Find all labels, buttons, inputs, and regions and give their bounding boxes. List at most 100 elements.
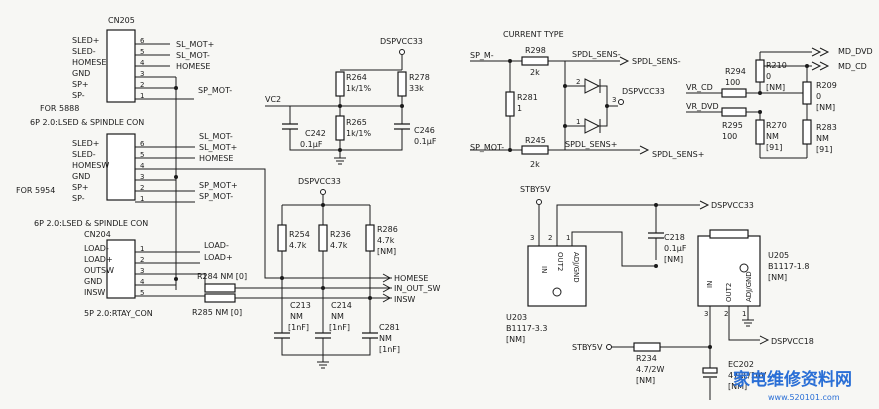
net-arrows <box>382 273 392 303</box>
supply-terminal <box>320 189 326 195</box>
md-cd-net: MD_CD <box>838 62 867 71</box>
r245-value: 2k <box>530 160 540 169</box>
vc2-label: VC2 <box>265 95 281 104</box>
r210-ref: R210 <box>766 61 787 70</box>
cn204-connector: CN204 LOAD- LOAD+ OUTSW GND INSW 1 2 3 4… <box>84 230 233 318</box>
junction-dot <box>805 64 809 68</box>
u205-body <box>697 235 761 307</box>
c218-capacitor <box>648 232 664 239</box>
sens-plus-label: SPDL_SENS+ <box>565 140 617 149</box>
c218-ref: C218 <box>664 233 685 242</box>
cn204-pin-num: 1 <box>140 245 144 253</box>
cn5954-net: HOMESE <box>199 154 233 163</box>
regulators: STBY5V DSPVCC33 C218 0.1μF [NM] 3 2 1 IN… <box>506 185 814 400</box>
net-arrow <box>639 145 650 155</box>
pullup-network: DSPVCC33 R254 4.7k R236 4.7k R286 4.7k [… <box>274 177 440 369</box>
junction-dot <box>400 104 404 108</box>
cn5954-pin-num: 2 <box>140 184 144 192</box>
cn204-body <box>106 239 136 299</box>
r236-value: 4.7k <box>330 241 348 250</box>
u203-pin: 1 <box>566 234 570 242</box>
u205-pin-out: OUT2 <box>725 283 733 302</box>
cn205-pin-name: SLED- <box>72 47 96 56</box>
c213-value: NM <box>290 312 303 321</box>
junction-dot <box>338 148 342 152</box>
u205-option: [NM] <box>768 273 787 282</box>
ec202-option: [NM] <box>728 382 747 391</box>
u205-pin: 3 <box>704 310 708 318</box>
u203-part: B1117-3.3 <box>506 324 547 333</box>
cn5954-pin-num: 4 <box>140 162 145 170</box>
stby-label: STBY5V <box>520 185 551 194</box>
cn205-pin-name: SP- <box>72 91 85 100</box>
sp-mot-label: SP_MOT- <box>470 143 504 152</box>
cn204-wires <box>135 251 200 297</box>
junction-dot <box>174 86 178 90</box>
vr-cd-label: VR_CD <box>686 83 713 92</box>
cn205-pin-num: 6 <box>140 37 145 45</box>
cap-bank <box>274 332 378 339</box>
cn205-pins: SLED+ SLED- HOMESE GND SP+ SP- 6 5 4 3 2… <box>72 36 145 100</box>
cn204-pin-num: 5 <box>140 289 144 297</box>
cn204-ref: CN204 <box>84 230 111 239</box>
cn205-pin-name: HOMESE <box>72 58 106 67</box>
u203-ref: U203 <box>506 313 527 322</box>
cn5954-wires <box>135 146 195 203</box>
junction-dot <box>321 203 325 207</box>
net-homese: HOMESE <box>394 274 428 283</box>
junction-dot <box>174 175 178 179</box>
r270-resistor <box>755 119 765 145</box>
r234-value: 4.7/2W <box>636 365 665 374</box>
cn205-wires <box>135 43 194 100</box>
r281-value: 1 <box>517 104 522 113</box>
u203-pin: 2 <box>548 234 552 242</box>
out33-net: DSPVCC33 <box>711 201 754 210</box>
cn5954-net: SP_MOT+ <box>199 181 238 190</box>
c214-value: NM <box>331 312 344 321</box>
cn5954-net: SL_MOT+ <box>199 143 237 152</box>
c242-ref: C242 <box>305 129 326 138</box>
vc2-wire <box>265 96 403 124</box>
u203-tab <box>552 287 562 297</box>
c218-option: [NM] <box>664 255 683 264</box>
cn204-net: LOAD- <box>204 241 229 250</box>
pullup-supply-label: DSPVCC33 <box>298 177 341 186</box>
net-in-out-sw: IN_OUT_SW <box>394 284 440 293</box>
r270-value: NM <box>766 132 779 141</box>
cn205-connector: CN205 SLED+ SLED- HOMESE GND SP+ SP- 6 5… <box>30 16 232 127</box>
diode-supply-label: DSPVCC33 <box>622 87 665 96</box>
bias-network: DSPVCC33 R264 1k/1% R278 33k VC2 R265 1k… <box>265 37 437 165</box>
u203-pin-adj: ADJ/GND <box>572 252 580 283</box>
net-insw: INSW <box>394 295 415 304</box>
r209-value: 0 <box>816 92 821 101</box>
wire <box>281 251 371 298</box>
cn204-pin-name: GND <box>84 277 102 286</box>
cn205-pin-num: 3 <box>140 70 144 78</box>
r236-ref: R236 <box>330 230 351 239</box>
cn204-pin-num: 3 <box>140 267 144 275</box>
u203-body <box>527 245 587 307</box>
cn204-pin-name: OUTSW <box>84 266 114 275</box>
r286-resistor <box>365 224 375 252</box>
u205-tab <box>709 229 749 239</box>
u205-part: B1117-1.8 <box>768 262 809 271</box>
c242-value: 0.1μF <box>300 140 323 149</box>
u203-pin-in: IN <box>540 266 548 273</box>
cn5954-pin-num: 5 <box>140 151 144 159</box>
u203-option: [NM] <box>506 335 525 344</box>
r264-ref: R264 <box>346 73 367 82</box>
junction-dot <box>563 124 567 128</box>
cn205-note: FOR 5888 <box>40 104 79 113</box>
r264-resistor <box>335 71 345 97</box>
cn5954-note: FOR 5954 <box>16 186 55 195</box>
cn205-ref: CN205 <box>108 16 135 25</box>
u205-pin: 2 <box>724 310 728 318</box>
junction-dot <box>174 277 178 281</box>
c214-option: [1nF] <box>329 323 350 332</box>
r284-resistor <box>204 283 236 293</box>
cn205-net: SP_MOT- <box>198 86 232 95</box>
r245-ref: R245 <box>525 136 546 145</box>
r209-ref: R209 <box>816 81 837 90</box>
r245-resistor <box>521 145 549 155</box>
